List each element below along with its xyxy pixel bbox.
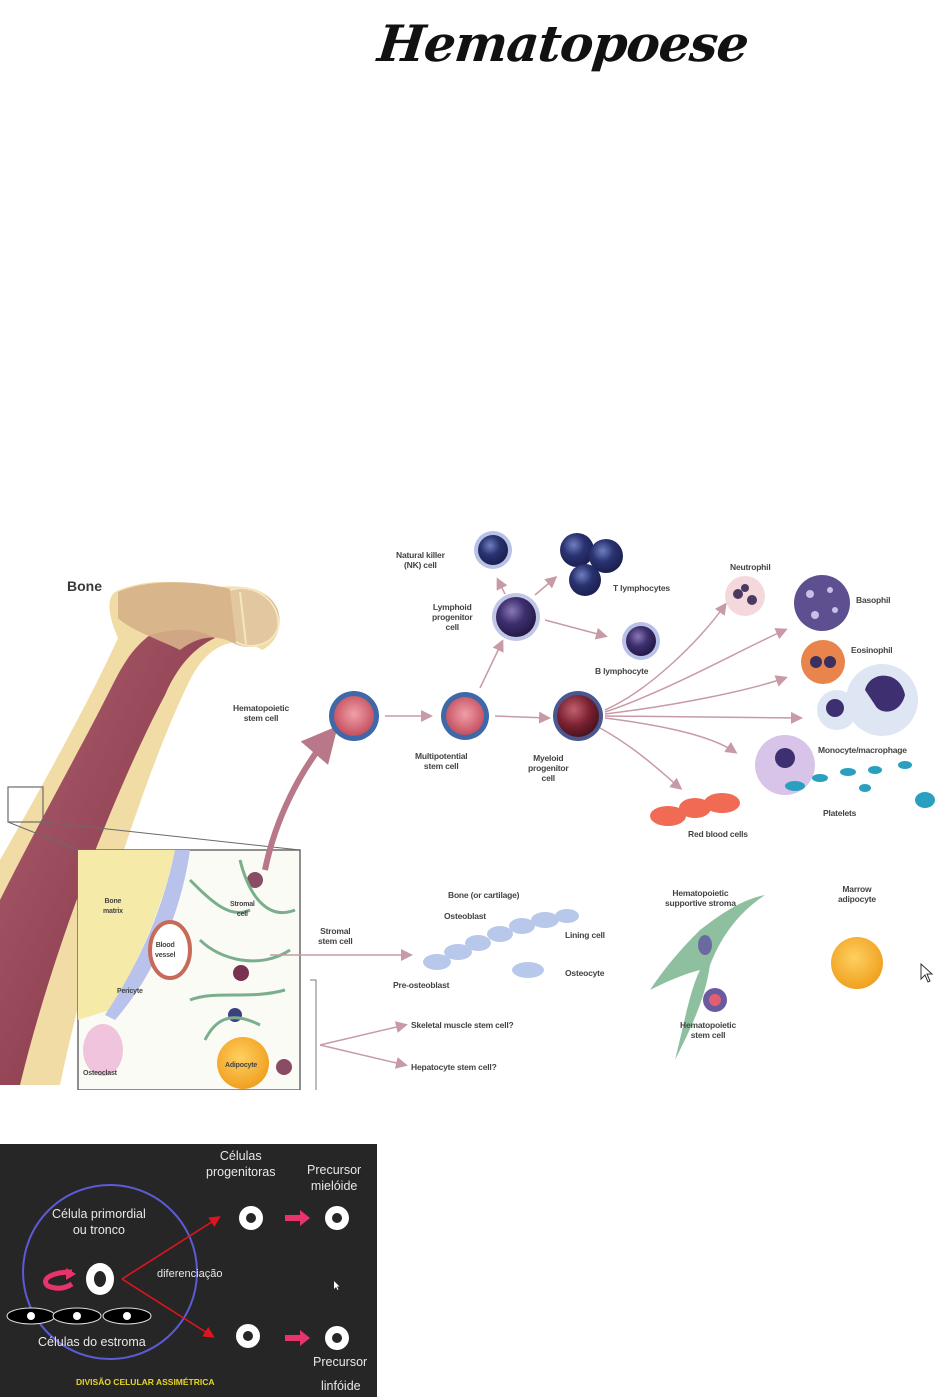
eosinophil-cell [801, 640, 845, 684]
label-nk: Natural killer(NK) cell [396, 550, 445, 570]
label-bone-cartilage: Bone (or cartilage) [448, 890, 520, 900]
lymphoid-ring [325, 1326, 349, 1350]
text-divisao-assimetrica: DIVISÃO CELULAR ASSIMÉTRICA [76, 1377, 215, 1387]
supportive-stroma-cell [650, 895, 765, 1060]
progenitor-ring-bottom [236, 1324, 260, 1348]
label-pre-osteoblast: Pre-osteoblast [393, 980, 450, 990]
myeloid-cell [553, 691, 603, 741]
label-neutrophil: Neutrophil [730, 562, 771, 572]
text-precursor: Precursor [313, 1355, 368, 1369]
text-celulas-estroma: Células do estroma [38, 1335, 146, 1349]
label-hepatocyte: Hepatocyte stem cell? [411, 1062, 497, 1072]
pink-arrow-bottom [285, 1330, 310, 1346]
progenitor-ring-top [239, 1206, 263, 1230]
label-red-blood-cells: Red blood cells [688, 829, 748, 839]
label-basophil: Basophil [856, 595, 891, 605]
mouse-cursor-icon [920, 963, 934, 983]
diagram-illustration [0, 531, 935, 1090]
diff-arrow-down [121, 1278, 215, 1338]
text-linfoide: linfóide [321, 1379, 361, 1393]
panel-cursor-icon [334, 1281, 340, 1290]
diff-arrow-up [121, 1216, 221, 1280]
label-platelets: Platelets [823, 808, 857, 818]
myeloid-ring [325, 1206, 349, 1230]
label-pericyte: Pericyte [117, 988, 143, 995]
stromal-cells [6, 1307, 152, 1325]
t-lymphocytes [560, 533, 623, 596]
lymphoid-cell [492, 593, 540, 641]
self-renewal-arrow [43, 1269, 74, 1291]
label-skeletal-muscle: Skeletal muscle stem cell? [411, 1020, 514, 1030]
marrow-inset [77, 849, 301, 1090]
label-eosinophil: Eosinophil [851, 645, 893, 655]
stem-niche-circle [22, 1184, 198, 1360]
label-adipocyte: Adipocyte [225, 1062, 258, 1069]
hsc-cell [329, 691, 379, 741]
label-monocyte-macrophage: Monocyte/macrophage [818, 745, 907, 755]
marrow-adipocyte-cell [831, 937, 883, 989]
platelets-cluster [755, 735, 935, 808]
label-osteocyte: Osteocyte [565, 968, 605, 978]
stem-cell-ring [86, 1263, 114, 1295]
label-osteoblast: Osteoblast [444, 911, 486, 921]
bone-illustration [0, 581, 301, 1085]
label-osteoclast: Osteoclast [83, 1070, 117, 1077]
bone-lining-cells [423, 909, 579, 978]
nk-cell [474, 531, 512, 569]
label-b-lymphocyte: B lymphocyte [595, 666, 649, 676]
text-diferenciacao: diferenciação [157, 1268, 223, 1280]
multipotential-cell [441, 692, 489, 740]
red-blood-cells [650, 793, 740, 826]
document-title: Hematopoese [374, 14, 752, 73]
basophil-cell [794, 575, 850, 631]
monocyte-macrophage [817, 664, 918, 736]
neutrophil-cell [725, 576, 765, 616]
label-t-lymphocytes: T lymphocytes [613, 583, 670, 593]
pink-arrow-top [285, 1210, 310, 1226]
panel-illustration [6, 1184, 349, 1360]
label-bone: Bone [67, 578, 102, 594]
b-lymphocyte [622, 622, 660, 660]
label-lining-cell: Lining cell [565, 930, 605, 940]
